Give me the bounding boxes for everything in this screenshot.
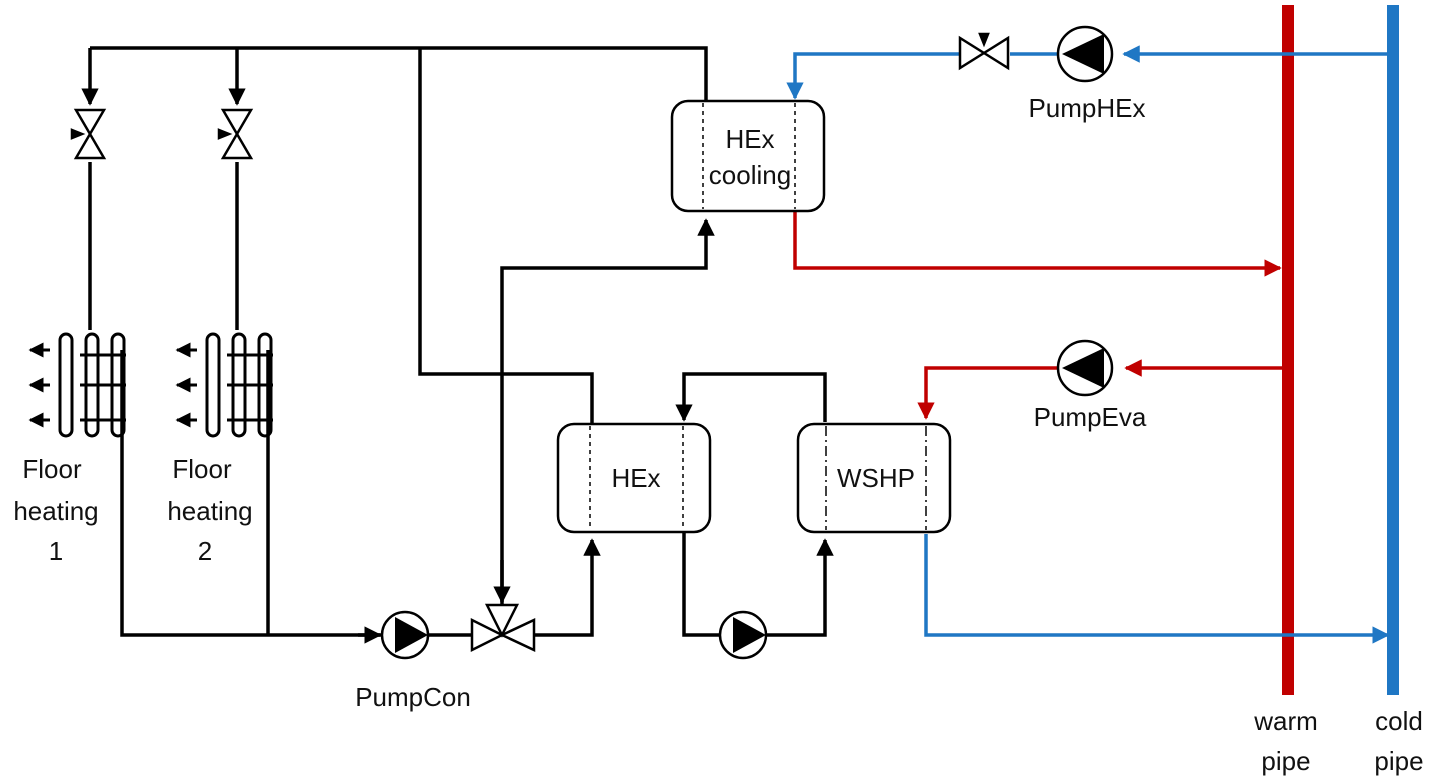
pump-icon [1056, 25, 1114, 83]
floor-heating-2-label-line1: Floor [172, 454, 232, 484]
warm-pipe-label-line1: warm [1253, 706, 1318, 736]
warm-return-lines [793, 210, 1282, 420]
cold-supply-lines [786, 45, 1390, 644]
heat-exchanger-icon [556, 422, 712, 534]
pump-icon [1056, 339, 1114, 397]
radiator-coil-icon [28, 332, 126, 438]
valve-icon [70, 108, 107, 160]
heating-circuit-lines [81, 46, 834, 644]
three-way-valve-icon [470, 603, 536, 653]
heat-exchanger-icon [670, 99, 826, 213]
floor-heating-2-label-line2: heating [167, 496, 252, 526]
pump-con-label: PumpCon [355, 682, 471, 712]
floor-heating-1-label-line1: Floor [22, 454, 82, 484]
hex-label: HEx [611, 463, 660, 493]
hex-cooling-label-line2: cooling [709, 160, 791, 190]
floor-heating-1-label-line3: 1 [49, 536, 63, 566]
pump-eva-label: PumpEva [1034, 402, 1147, 432]
pump-icon [380, 610, 430, 660]
floor-heating-2-label-line3: 2 [198, 536, 212, 566]
pump-icon [718, 610, 768, 660]
hex-cooling-label-line1: HEx [725, 124, 774, 154]
valve-icon [958, 32, 1010, 71]
radiator-coil-icon [175, 332, 273, 438]
cold-pipe-label-line1: cold [1375, 706, 1423, 736]
warm-pipe-label-line2: pipe [1261, 746, 1310, 776]
cold-pipe-label-line2: pipe [1374, 746, 1423, 776]
pump-hex-label: PumpHEx [1028, 93, 1145, 123]
wshp-icon [796, 422, 952, 534]
wshp-label: WSHP [837, 463, 915, 493]
valve-icon [217, 108, 254, 160]
floor-heating-1-label-line2: heating [13, 496, 98, 526]
